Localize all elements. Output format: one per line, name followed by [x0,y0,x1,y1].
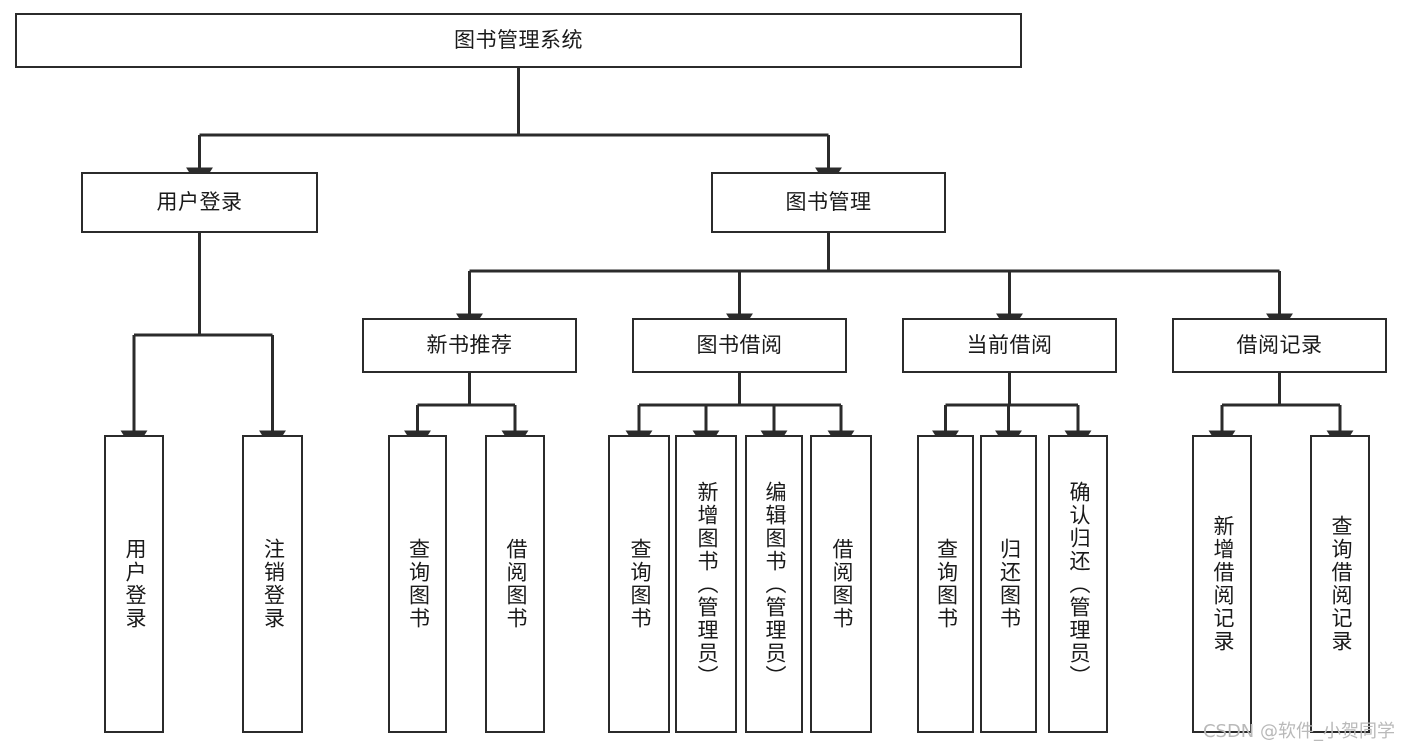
node-label-borrow-records: 借阅记录 [1236,332,1323,357]
node-query-book-bb[interactable]: 查询图书 [608,435,670,733]
node-label-edit-book: 编辑图书（管理员） [762,480,787,688]
node-label-borrow-book-bb: 借阅图书 [829,538,854,630]
node-book-borrow[interactable]: 图书借阅 [632,318,847,373]
node-borrow-records[interactable]: 借阅记录 [1172,318,1387,373]
node-edit-book[interactable]: 编辑图书（管理员） [745,435,803,733]
node-label-borrow-book-nb: 借阅图书 [503,538,528,630]
node-return-book[interactable]: 归还图书 [980,435,1037,733]
node-query-book-cb[interactable]: 查询图书 [917,435,974,733]
node-borrow-book-nb[interactable]: 借阅图书 [485,435,545,733]
node-label-query-book-bb: 查询图书 [627,538,652,630]
node-user-login-do[interactable]: 用户登录 [104,435,164,733]
node-label-add-book: 新增图书（管理员） [694,480,719,688]
node-current-borrow[interactable]: 当前借阅 [902,318,1117,373]
node-label-confirm-return: 确认归还（管理员） [1066,480,1091,688]
node-label-add-borrow-record: 新增借阅记录 [1210,515,1235,653]
node-label-user-login: 用户登录 [156,189,243,214]
node-label-new-book-recommend: 新书推荐 [426,332,513,357]
node-label-current-borrow: 当前借阅 [966,332,1053,357]
node-add-borrow-record[interactable]: 新增借阅记录 [1192,435,1252,733]
node-query-book-nb[interactable]: 查询图书 [388,435,447,733]
node-label-root: 图书管理系统 [454,27,583,52]
node-add-book[interactable]: 新增图书（管理员） [675,435,737,733]
node-new-book-recommend[interactable]: 新书推荐 [362,318,577,373]
node-borrow-book-bb[interactable]: 借阅图书 [810,435,872,733]
node-label-book-borrow: 图书借阅 [696,332,783,357]
node-label-return-book: 归还图书 [997,538,1022,630]
node-label-query-book-cb: 查询图书 [934,538,959,630]
node-label-user-logout: 注销登录 [261,538,286,630]
node-root[interactable]: 图书管理系统 [15,13,1022,68]
connector-lines [120,68,1354,452]
node-label-query-borrow-record: 查询借阅记录 [1328,515,1353,653]
node-label-user-login-do: 用户登录 [122,538,147,630]
node-query-borrow-record[interactable]: 查询借阅记录 [1310,435,1370,733]
node-label-book-management: 图书管理 [785,189,872,214]
node-confirm-return[interactable]: 确认归还（管理员） [1048,435,1108,733]
node-label-query-book-nb: 查询图书 [406,538,431,630]
node-book-management[interactable]: 图书管理 [711,172,946,233]
node-user-logout[interactable]: 注销登录 [242,435,303,733]
node-user-login[interactable]: 用户登录 [81,172,318,233]
